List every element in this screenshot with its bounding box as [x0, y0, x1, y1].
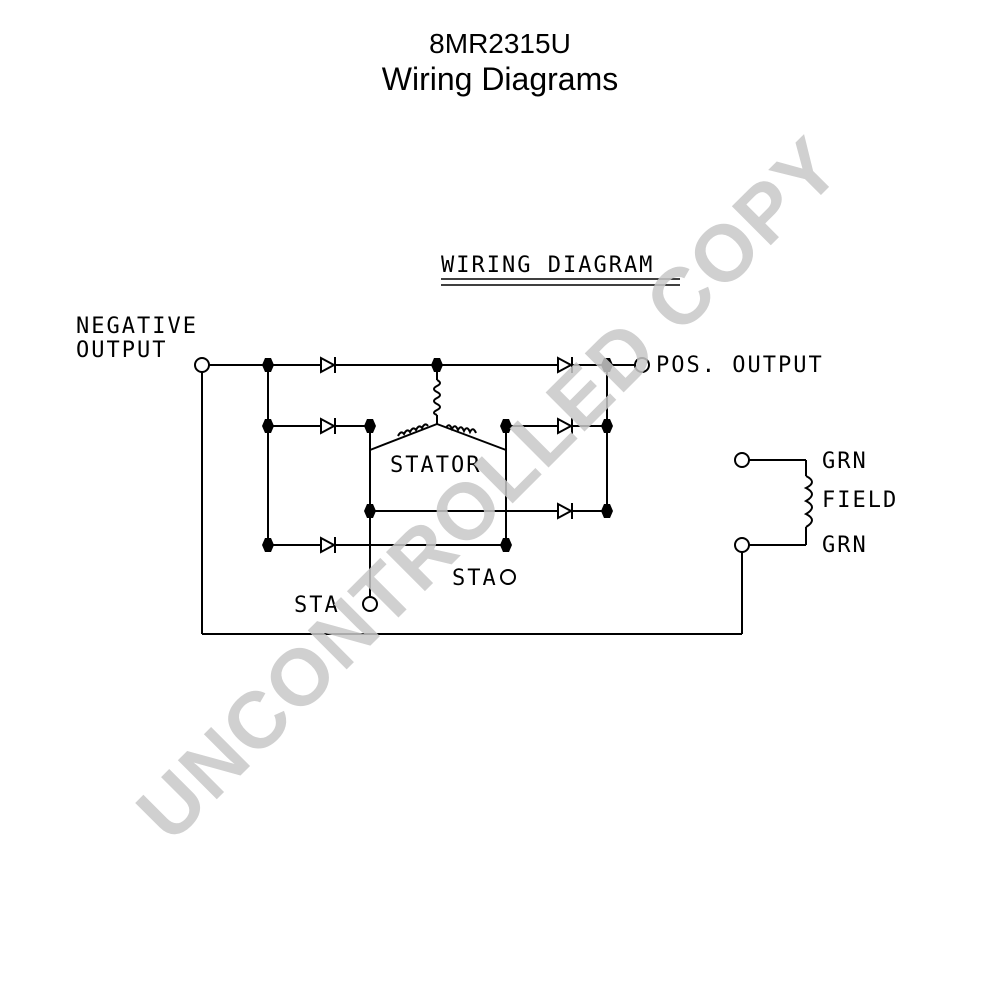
diode-mid-right: [557, 417, 574, 435]
terminals: [194, 357, 750, 612]
junctions: [262, 358, 613, 552]
terminal-sta-left: [362, 596, 378, 612]
label-stator: STATOR: [390, 453, 481, 478]
model-number: 8MR2315U: [429, 28, 571, 59]
junction-dot: [500, 419, 512, 433]
junction-dot: [364, 504, 376, 518]
junction-dot: [601, 419, 613, 433]
junction-dot: [262, 358, 274, 372]
diode-bottom-left: [320, 536, 337, 554]
label-sta-left: STA: [294, 593, 340, 618]
terminal-sta-right: [500, 569, 516, 585]
label-grn-bottom: GRN: [822, 533, 868, 558]
diode-top-right: [557, 356, 574, 374]
stator-coil-right: [445, 424, 477, 435]
field-coil: [803, 475, 813, 528]
label-sta-right: STA: [452, 566, 498, 591]
diode-mid-left: [320, 417, 337, 435]
terminal-negative-output: [194, 357, 210, 373]
page-header: 8MR2315U Wiring Diagrams: [0, 28, 1000, 98]
label-negative-output-line2: OUTPUT: [76, 338, 167, 363]
diodes: [320, 356, 574, 554]
stator-coil-left: [397, 423, 429, 437]
stator-coils: [397, 379, 477, 437]
junction-dot: [262, 538, 274, 552]
terminal-field-top: [734, 452, 750, 468]
watermark-text: UNCONTROLLED COPY: [120, 120, 858, 858]
diode-top-left: [320, 356, 337, 374]
junction-dot: [601, 358, 613, 372]
stator-coil-vertical: [433, 379, 441, 416]
terminal-pos-output: [634, 357, 650, 373]
wire-stator-left-leg: [369, 423, 438, 451]
junction-dot: [500, 538, 512, 552]
diagram-title: WIRING DIAGRAM: [441, 253, 654, 278]
junction-dot: [431, 358, 443, 372]
diode-lower-right: [557, 502, 574, 520]
junction-dot: [364, 419, 376, 433]
junction-dot: [262, 419, 274, 433]
junction-dot: [601, 504, 613, 518]
page-subtitle: Wiring Diagrams: [381, 61, 619, 97]
label-negative-output-line1: NEGATIVE: [76, 314, 198, 339]
label-field: FIELD: [822, 488, 898, 513]
terminal-field-bottom: [734, 537, 750, 553]
label-pos-output: POS. OUTPUT: [656, 353, 824, 378]
label-grn-top: GRN: [822, 449, 868, 474]
wire-stator-right-leg: [436, 423, 507, 451]
